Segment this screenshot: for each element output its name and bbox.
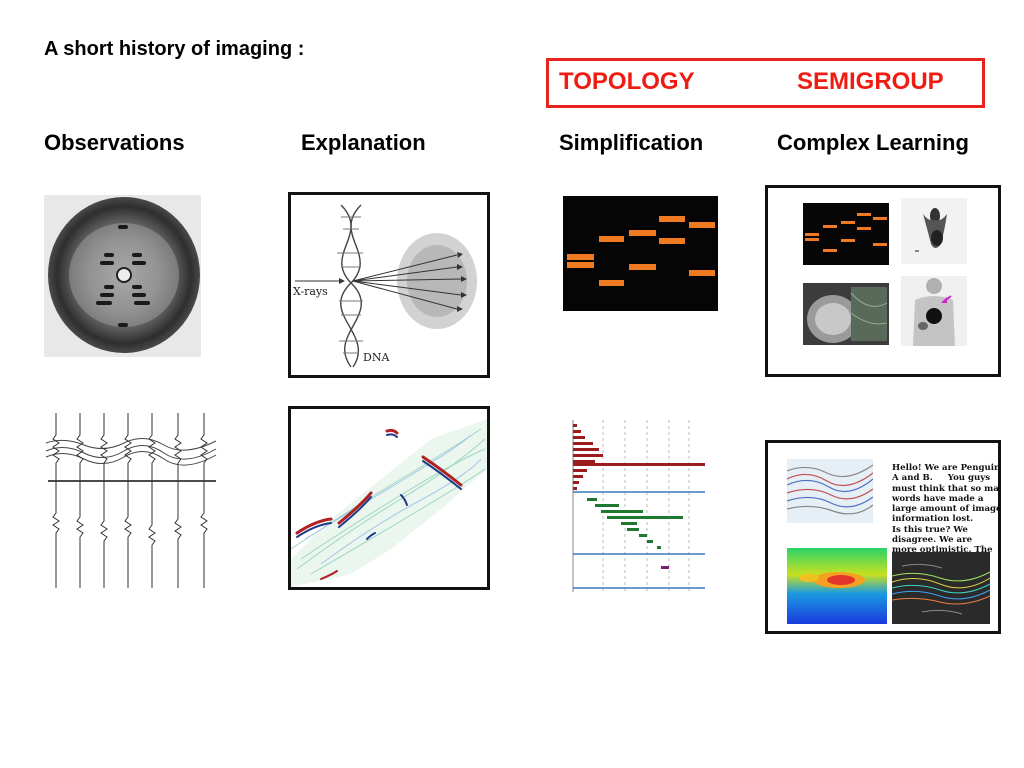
dna-xray-diagram: X-rays DNA xyxy=(288,192,490,378)
topology-semigroup-box xyxy=(546,58,985,108)
orange-bands-image xyxy=(563,196,718,311)
scan-image-top xyxy=(901,198,967,264)
seismic-traces-image xyxy=(44,413,218,588)
column-header-explanation: Explanation xyxy=(301,130,426,155)
penguin-text-line: information lost. xyxy=(892,514,974,525)
penguin-text-line: Hello! We are Penguin xyxy=(892,463,1001,473)
semigroup-label: SEMIGROUP xyxy=(797,68,944,95)
complex-learning-panel-1 xyxy=(765,185,1001,377)
penguin-text-line: A and B. You guys xyxy=(892,473,991,484)
seismic-interpretation-image xyxy=(288,406,490,590)
persistence-barcode-image xyxy=(563,416,708,594)
small-orange-bands-image xyxy=(803,203,889,265)
penguin-text-line: Is this true? We xyxy=(892,524,968,535)
penguin-text-line: disagree. We are xyxy=(892,535,973,546)
pet-scan-image xyxy=(901,276,967,346)
column-header-observations: Observations xyxy=(44,130,185,155)
xray-diffraction-image xyxy=(44,195,201,357)
seismic-attribute-image xyxy=(892,552,990,624)
column-header-simplification: Simplification xyxy=(559,130,704,155)
column-header-complex-learning: Complex Learning xyxy=(777,130,969,155)
penguin-text-line: must think that so many xyxy=(892,483,1001,494)
penguin-text-line: words have made a xyxy=(892,493,984,504)
penguin-text-line: large amount of image xyxy=(892,504,1001,515)
penguin-text-line: more optimistic. The xyxy=(892,545,993,556)
seismic-section-image xyxy=(787,459,873,523)
dna-label: DNA xyxy=(363,351,390,364)
slide-title: A short history of imaging : xyxy=(44,38,305,60)
xrays-label: X-rays xyxy=(293,285,328,298)
topology-label: TOPOLOGY xyxy=(559,68,695,95)
heatmap-image xyxy=(787,548,887,624)
mri-brain-image xyxy=(803,283,889,345)
